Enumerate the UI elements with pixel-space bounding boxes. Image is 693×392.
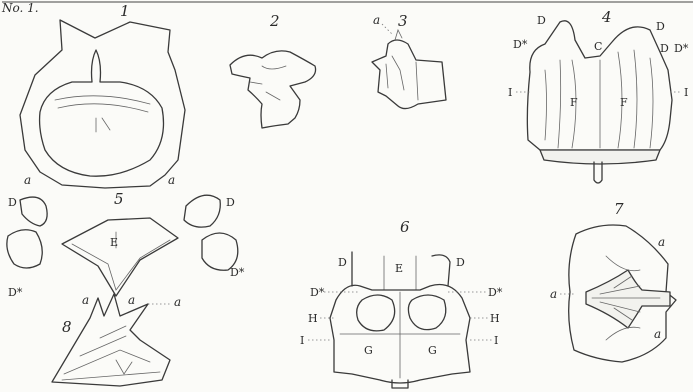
figure-8-label-a-2: a <box>128 293 135 307</box>
figure-3-tip <box>395 30 402 40</box>
figure-6-spine-right <box>432 255 450 286</box>
figure-6-label-E: E <box>395 262 403 275</box>
figure-5: 5 D E D D* D* <box>7 190 245 299</box>
figure-2-outline <box>230 51 316 128</box>
figure-7: 7 a a a <box>550 200 676 362</box>
figure-6-label-G-left: G <box>364 344 373 357</box>
figure-7-number: 7 <box>614 200 624 218</box>
figure-4-label-D-1: D <box>537 14 546 27</box>
figure-4-label-F-right: F <box>620 96 628 109</box>
figure-4: 4 D D D* C D D* I F F I <box>508 8 689 183</box>
figure-8-label-a-1: a <box>82 293 89 307</box>
figure-3-number: 3 <box>398 12 408 30</box>
figure-6-foot <box>392 380 408 388</box>
figure-5-label-D-star-left: D* <box>8 286 23 299</box>
figure-6-label-D-left: D <box>338 256 347 269</box>
figure-2: 2 <box>230 12 316 128</box>
figure-6-label-I-right: I <box>494 334 498 347</box>
figure-2-detail <box>250 66 286 100</box>
figure-4-label-D-2: D <box>656 20 665 33</box>
figure-5-label-D-star-right: D* <box>230 266 245 279</box>
figure-4-number: 4 <box>601 8 612 26</box>
figure-6-label-D-star-right: D* <box>488 286 503 299</box>
figure-1-label-a-right: a <box>168 173 175 187</box>
figure-7-rays <box>592 256 660 340</box>
figure-5-left-top-piece <box>20 197 47 226</box>
figure-5-label-D-left: D <box>8 196 17 209</box>
figure-5-left-bottom-piece <box>7 230 42 268</box>
figure-7-label-a-bottom: a <box>654 327 661 341</box>
figure-3-detail <box>386 56 418 100</box>
figure-1-inner-ring <box>40 50 164 176</box>
figure-1-notch <box>96 118 110 132</box>
figure-7-label-a-top: a <box>658 235 665 249</box>
figure-6-label-D-right: D <box>456 256 465 269</box>
figure-6-label-G-right: G <box>428 344 437 357</box>
figure-6-label-I-left: I <box>300 334 304 347</box>
figure-6-label-H-left: H <box>308 312 318 325</box>
figure-4-folds <box>545 50 653 148</box>
figure-1: 1 a a <box>20 2 185 188</box>
figure-8-hatching <box>62 326 160 380</box>
figure-5-label-D-right: D <box>226 196 235 209</box>
figure-7-label-a-left: a <box>550 287 557 301</box>
figure-3: 3 a <box>372 12 446 109</box>
figure-8-label-a-3: a <box>174 295 181 309</box>
figure-4-label-D-star-1: D* <box>513 38 528 51</box>
figure-5-label-E: E <box>110 236 118 249</box>
figure-4-label-I-right: I <box>684 86 688 99</box>
figure-2-number: 2 <box>269 12 280 30</box>
figure-4-stem <box>594 162 602 183</box>
figure-5-number: 5 <box>114 190 124 208</box>
figure-3-outline <box>372 40 446 109</box>
figure-3-leader <box>382 24 392 34</box>
figure-6-right-eye <box>408 295 445 330</box>
figure-1-number: 1 <box>120 2 130 20</box>
figure-6-left-eye <box>357 295 395 331</box>
figure-6: 6 D E D D* D* H H I I G G <box>300 218 503 388</box>
figure-4-base <box>540 150 660 164</box>
figure-8-number: 8 <box>62 318 72 336</box>
figure-4-label-I-left: I <box>508 86 512 99</box>
figure-1-inner-shading <box>55 96 150 112</box>
figure-1-label-a-left: a <box>24 173 31 187</box>
figure-4-label-D-star-2: D* <box>674 42 689 55</box>
figure-5-right-top-piece <box>184 195 220 227</box>
plate-label: No. 1. <box>1 1 39 15</box>
figure-8-outline <box>52 294 170 386</box>
figure-6-label-H-right: H <box>490 312 500 325</box>
figure-3-label-a: a <box>373 13 380 27</box>
figure-6-label-D-star-left: D* <box>310 286 325 299</box>
figure-4-label-C: C <box>594 40 602 53</box>
figure-5-center-detail <box>72 232 170 290</box>
figure-6-number: 6 <box>400 218 410 236</box>
figure-5-right-bottom-piece <box>202 233 238 270</box>
figure-8: 8 a a a <box>52 293 181 386</box>
figure-4-label-F-left: F <box>570 96 578 109</box>
figure-4-label-D-3: D <box>660 42 669 55</box>
